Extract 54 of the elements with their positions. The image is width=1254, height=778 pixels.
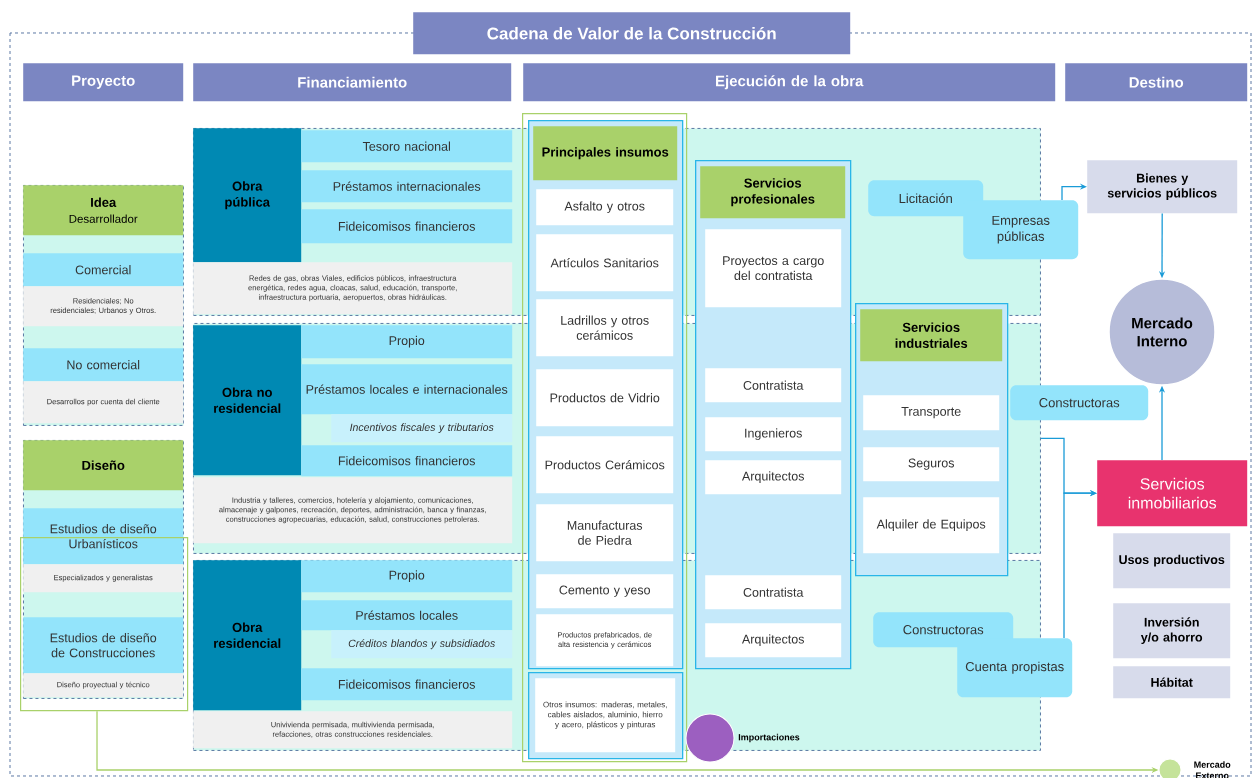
source-box: Tesoro nacional — [301, 130, 513, 163]
bubble-label: Importaciones — [738, 733, 800, 743]
column-header: Financiamiento — [193, 63, 512, 102]
actor-tag: Cuenta propistas — [957, 638, 1073, 698]
item-box: Productos de Vidrio — [536, 369, 674, 427]
category-box: Obra residencial — [193, 560, 302, 711]
item-box: Transporte — [863, 395, 1000, 431]
item-box: Seguros — [863, 447, 1000, 482]
item-box: Arquitectos — [705, 460, 842, 495]
subsource-box: Créditos blandos y subsidiados — [331, 630, 513, 659]
item-box: Alquiler de Equipos — [863, 497, 1000, 554]
item-box: Proyectos a cargo del contratista — [705, 229, 842, 308]
highlight-frame — [522, 113, 688, 763]
item-box: Ladrillos y otros cerámicos — [536, 299, 674, 357]
item-box: Manufacturas de Piedra — [536, 504, 674, 562]
title-banner: Cadena de Valor de la Construcción — [413, 12, 851, 55]
actor-tag: Licitación — [868, 180, 984, 217]
category-box: Obra no residencial — [193, 325, 302, 476]
bubble-label: Mercado Externo — [1194, 761, 1231, 778]
source-box: Préstamos internacionales — [301, 170, 513, 203]
source-box: Fideicomisos financieros — [301, 445, 513, 477]
column-header: Proyecto — [23, 63, 184, 102]
source-box: No comercial — [23, 348, 184, 382]
arrow — [1061, 183, 1087, 201]
category-box: Obra pública — [193, 128, 302, 263]
source-box: Estudios de diseño Urbanísticos — [23, 508, 184, 565]
source-box: Fideicomisos financieros — [301, 668, 513, 701]
destination-box: Usos productivos — [1113, 533, 1231, 589]
column-header: Destino — [1065, 63, 1248, 102]
source-box: Propio — [301, 325, 513, 359]
highlight-frame — [20, 537, 189, 712]
item-box: Contratista — [705, 368, 842, 403]
arrow — [1063, 490, 1097, 639]
source-box: Propio — [301, 560, 513, 593]
service-box: Servicios inmobiliarios — [1097, 460, 1248, 527]
source-box: Préstamos locales — [301, 600, 513, 631]
item-box: Productos Cerámicos — [536, 436, 674, 494]
item-box: Asfalto y otros — [536, 189, 674, 226]
item-box: Arquitectos — [705, 623, 842, 658]
source-box: Comercial — [23, 253, 184, 287]
destination-box: Hábitat — [1113, 666, 1231, 699]
item-box: Artículos Sanitarios — [536, 234, 674, 292]
item-box: Cemento y yeso — [536, 574, 674, 609]
actor-tag: Constructoras — [1010, 385, 1149, 421]
subsource-box: Incentivos fiscales y tributarios — [331, 414, 513, 443]
item-box: Contratista — [705, 575, 842, 610]
item-box: Ingenieros — [705, 417, 842, 452]
source-box: Fideicomisos financieros — [301, 209, 513, 244]
destination-box: Bienes y servicios públicos — [1087, 160, 1238, 214]
source-box: Préstamos locales e internacionales — [301, 364, 513, 415]
destination-box: Inversión y/o ahorro — [1113, 603, 1231, 659]
actor-tag: Empresas públicas — [963, 200, 1079, 260]
column-header: Ejecución de la obra — [523, 63, 1056, 102]
item-panel: Otros insumos: maderas, metales, cables aislados, aluminio, hierro y acero, plásticos y pinturas — [528, 672, 684, 760]
